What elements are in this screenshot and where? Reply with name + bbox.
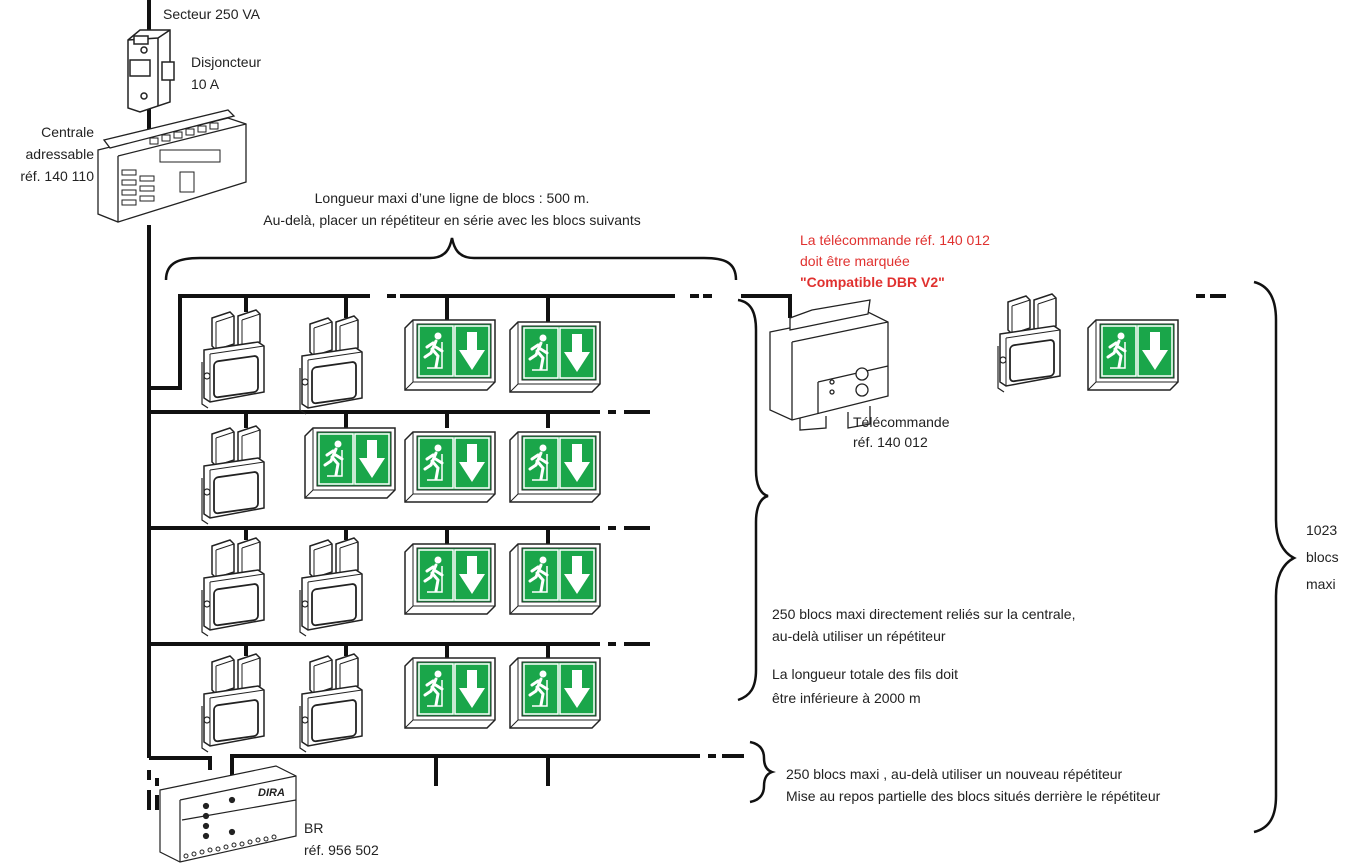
remote-label-line1: Télécommande	[853, 414, 950, 430]
twin-spot-block	[299, 315, 363, 415]
breaker-device	[127, 29, 175, 113]
row-4	[201, 653, 602, 753]
repeater-note-line1: 250 blocs maxi , au-delà utiliser un nou…	[786, 766, 1123, 782]
twin-spot-block	[997, 293, 1061, 393]
row-1	[201, 309, 602, 415]
twin-spot-block	[299, 537, 363, 637]
twin-spot-block	[299, 653, 363, 753]
central-label-line2: adressable	[25, 146, 95, 162]
direct-limit-line1: 250 blocs maxi directement reliés sur la…	[772, 606, 1076, 622]
total-label-line2: blocs	[1306, 549, 1339, 565]
remote-control-device	[769, 299, 889, 431]
direct-limit-line2: au-delà utiliser un répétiteur	[772, 628, 946, 644]
remote-label-line2: réf. 140 012	[853, 434, 928, 450]
twin-spot-block	[201, 653, 265, 753]
exit-sign	[1086, 318, 1180, 392]
exit-sign	[508, 430, 602, 504]
mains-label: Secteur 250 VA	[163, 6, 261, 22]
breaker-label-line2: 10 A	[191, 76, 220, 92]
wire-length-line2: être inférieure à 2000 m	[772, 690, 921, 706]
breaker-label-line1: Disjoncteur	[191, 54, 262, 70]
remote-warning-line3: "Compatible DBR V2"	[800, 274, 945, 290]
twin-spot-block	[201, 537, 265, 637]
exit-sign	[403, 318, 497, 392]
exit-sign	[403, 430, 497, 504]
remote-warning-line1: La télécommande réf. 140 012	[800, 232, 990, 248]
line-length-note-2: Au-delà, placer un répétiteur en série a…	[263, 212, 641, 228]
repeater-device	[159, 765, 297, 863]
total-label-line3: maxi	[1306, 576, 1336, 592]
exit-sign	[403, 656, 497, 730]
line-length-note-1: Longueur maxi d’une ligne de blocs : 500…	[314, 190, 590, 206]
central-label-line1: Centrale	[41, 124, 94, 140]
twin-spot-block	[201, 425, 265, 525]
total-label-line1: 1023	[1306, 522, 1338, 538]
central-label-line3: réf. 140 110	[20, 168, 94, 184]
repeater-note-line2: Mise au repos partielle des blocs situés…	[786, 788, 1161, 804]
remote-row	[997, 293, 1180, 393]
exit-sign	[508, 656, 602, 730]
exit-sign	[403, 542, 497, 616]
row-2	[201, 425, 602, 525]
repeater-label-line2: réf. 956 502	[304, 842, 379, 858]
wire-length-line1: La longueur totale des fils doit	[772, 666, 959, 682]
exit-sign	[508, 542, 602, 616]
row-3	[201, 537, 602, 637]
twin-spot-block	[201, 309, 265, 409]
repeater-brand: DIRA	[258, 787, 285, 799]
central-unit-device	[97, 109, 247, 223]
remote-warning-line2: doit être marquée	[800, 253, 910, 269]
repeater-label-line1: BR	[304, 820, 324, 836]
exit-sign	[508, 320, 602, 394]
braces	[164, 237, 1297, 834]
exit-sign	[303, 426, 397, 500]
